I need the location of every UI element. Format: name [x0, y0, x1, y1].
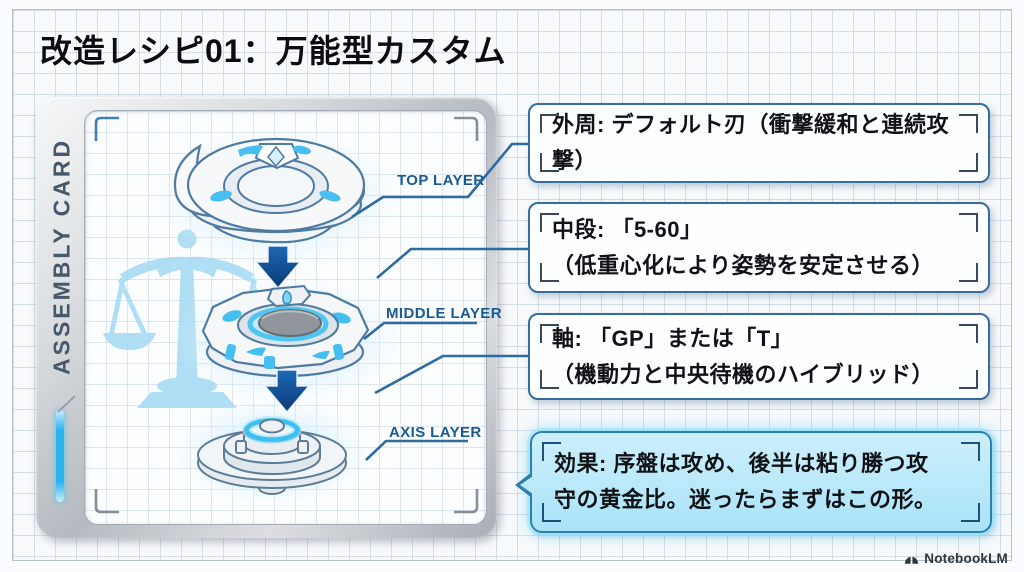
notebooklm-watermark: NotebookLM — [904, 551, 1008, 566]
corner-bracket — [540, 324, 559, 343]
corner-bracket — [959, 370, 978, 389]
corner-bracket — [959, 153, 978, 172]
page-title: 改造レシピ01：万能型カスタム — [40, 33, 507, 69]
corner-bracket — [542, 442, 561, 461]
corner-bracket — [959, 324, 978, 343]
corner-bracket — [959, 213, 978, 232]
corner-bracket — [542, 503, 561, 522]
corner-bracket — [961, 503, 980, 522]
speech-tail — [520, 476, 533, 494]
label-axis-layer: AXIS LAYER — [389, 424, 482, 441]
card-blue-stripe — [56, 410, 64, 502]
callout-axis: 軸: 「GP」または「T」 （機動力と中央待機のハイブリッド） — [528, 313, 990, 400]
corner-bracket — [540, 370, 559, 389]
notebooklm-label: NotebookLM — [924, 551, 1008, 566]
callout-text-line2: （低重心化により姿勢を安定させる） — [552, 252, 935, 278]
effect-text-line2: 守の黄金比。迷ったらまずはこの形。 — [554, 487, 937, 512]
callout-outer-blade: 外周: デフォルト刃（衝撃緩和と連続攻撃） — [528, 103, 990, 183]
corner-bracket — [540, 263, 559, 282]
assembly-card-side-label: ASSEMBLY CARD — [48, 137, 75, 375]
corner-bracket — [540, 114, 559, 133]
label-middle-layer: MIDDLE LAYER — [386, 305, 502, 322]
callout-middle-tier: 中段: 「5-60」 （低重心化により姿勢を安定させる） — [528, 202, 990, 293]
corner-bracket — [540, 213, 559, 232]
effect-text-line1: 効果: 序盤は攻め、後半は粘り勝つ攻 — [554, 451, 929, 476]
callout-text-line2: （機動力と中央待機のハイブリッド） — [552, 361, 935, 387]
corner-bracket — [540, 153, 559, 172]
callout-text-line1: 軸: 「GP」または「T」 — [552, 325, 794, 351]
callout-text-line1: 中段: 「5-60」 — [552, 216, 703, 242]
corner-bracket — [959, 114, 978, 133]
corner-bracket — [959, 263, 978, 282]
callout-text: 外周: デフォルト刃（衝撃緩和と連続攻撃） — [552, 112, 949, 173]
corner-bracket — [961, 442, 980, 461]
label-top-layer: TOP LAYER — [397, 172, 485, 189]
effect-callout: 効果: 序盤は攻め、後半は粘り勝つ攻 守の黄金比。迷ったらまずはこの形。 — [515, 431, 992, 533]
notebooklm-logo-icon — [905, 556, 919, 564]
